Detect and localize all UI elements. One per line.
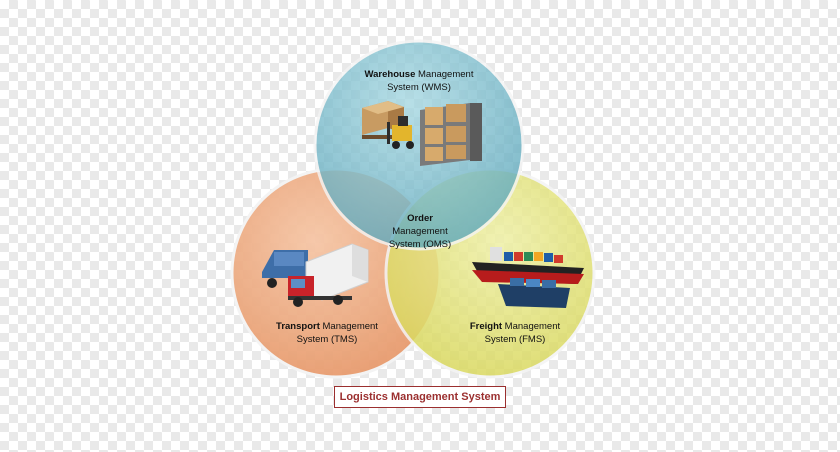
- transport-label: Transport Management System (TMS): [257, 320, 397, 346]
- transport-label-bold: Transport: [276, 321, 320, 332]
- cargo-ship-icon: [472, 247, 584, 308]
- transport-label-rest: Management: [319, 321, 378, 332]
- freight-label-rest: Management: [502, 321, 561, 332]
- freight-label-bold: Freight: [469, 321, 503, 332]
- forklift-icon: [387, 116, 414, 149]
- warehouse-label: Warehouse Management System (WMS): [349, 68, 489, 94]
- warehouse-circle: [313, 39, 525, 251]
- warehouse-label-bold: Warehouse: [364, 69, 416, 80]
- diagram-caption: Logistics Management System: [334, 386, 506, 408]
- warehouse-label-rest: Management: [415, 69, 474, 80]
- order-label-line1: Order: [407, 213, 433, 224]
- order-label-line2: Management: [392, 226, 448, 237]
- warehouse-label-line2: System (WMS): [387, 82, 451, 93]
- warehouse-pallets-icon: [362, 101, 482, 166]
- freight-label-line2: System (FMS): [484, 334, 546, 345]
- transport-label-line2: System (TMS): [296, 334, 358, 345]
- order-label: Order Management System (OMS): [370, 212, 470, 251]
- order-label-line3: System (OMS): [388, 239, 452, 250]
- freight-label: Freight Management System (FMS): [445, 320, 585, 346]
- truck-icon: [262, 243, 369, 307]
